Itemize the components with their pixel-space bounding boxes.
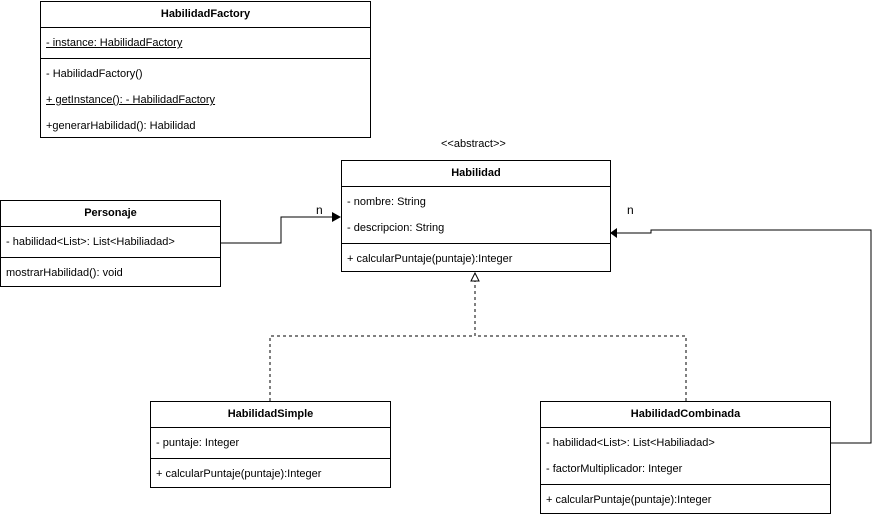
class-name: Habilidad	[342, 161, 610, 187]
method-row: - HabilidadFactory()	[46, 68, 143, 80]
class-name: HabilidadFactory	[41, 2, 370, 28]
attribute-row: - nombre: String	[347, 196, 426, 208]
attributes-section: - instance: HabilidadFactory	[41, 28, 370, 59]
method-row: + calcularPuntaje(puntaje):Integer	[156, 468, 322, 480]
attribute-row: - habilidad<List>: List<Habiliadad>	[546, 437, 715, 449]
attributes-section: - habilidad<List>: List<Habiliadad> - fa…	[541, 428, 830, 485]
method-row: + getInstance(): - HabilidadFactory	[46, 94, 216, 106]
multiplicity-label: n	[316, 203, 323, 217]
attribute-row: - instance: HabilidadFactory	[46, 37, 183, 49]
class-name: HabilidadSimple	[151, 402, 390, 428]
method-row: + calcularPuntaje(puntaje):Integer	[546, 494, 712, 506]
method-row: + calcularPuntaje(puntaje):Integer	[347, 253, 513, 265]
attributes-section: - nombre: String - descripcion: String	[342, 187, 610, 244]
realization-combinada	[475, 335, 687, 401]
class-habilidadsimple[interactable]: HabilidadSimple - puntaje: Integer + cal…	[150, 401, 391, 488]
attribute-row: - descripcion: String	[347, 222, 445, 234]
attribute-row: - puntaje: Integer	[156, 437, 240, 449]
realization-triangle	[470, 271, 480, 282]
attribute-row: - factorMultiplicador: Integer	[546, 463, 683, 475]
methods-section: + calcularPuntaje(puntaje):Integer	[541, 485, 830, 515]
method-row: mostrarHabilidad(): void	[6, 267, 123, 279]
class-habilidadcombinada[interactable]: HabilidadCombinada - habilidad<List>: Li…	[540, 401, 831, 514]
methods-section: - HabilidadFactory() + getInstance(): - …	[41, 59, 370, 141]
method-row: +generarHabilidad(): Habilidad	[46, 120, 196, 132]
multiplicity-label: n	[627, 203, 634, 217]
methods-section: + calcularPuntaje(puntaje):Integer	[342, 244, 610, 274]
methods-section: mostrarHabilidad(): void	[1, 258, 220, 288]
association-combinada-habilidad	[617, 229, 872, 444]
methods-section: + calcularPuntaje(puntaje):Integer	[151, 459, 390, 489]
arrowhead-combinada-habilidad	[610, 228, 617, 238]
class-habilidad[interactable]: Habilidad - nombre: String - descripcion…	[341, 160, 611, 272]
attributes-section: - habilidad<List>: List<Habiliadad>	[1, 227, 220, 258]
arrowhead-personaje-habilidad	[332, 212, 341, 222]
class-personaje[interactable]: Personaje - habilidad<List>: List<Habili…	[0, 200, 221, 287]
realization-simple	[269, 281, 476, 401]
attributes-section: - puntaje: Integer	[151, 428, 390, 459]
attribute-row: - habilidad<List>: List<Habiliadad>	[6, 236, 175, 248]
association-personaje-habilidad	[221, 216, 332, 244]
class-habilidadfactory[interactable]: HabilidadFactory - instance: HabilidadFa…	[40, 1, 371, 138]
stereotype-label: <<abstract>>	[441, 138, 506, 150]
class-name: HabilidadCombinada	[541, 402, 830, 428]
class-name: Personaje	[1, 201, 220, 227]
